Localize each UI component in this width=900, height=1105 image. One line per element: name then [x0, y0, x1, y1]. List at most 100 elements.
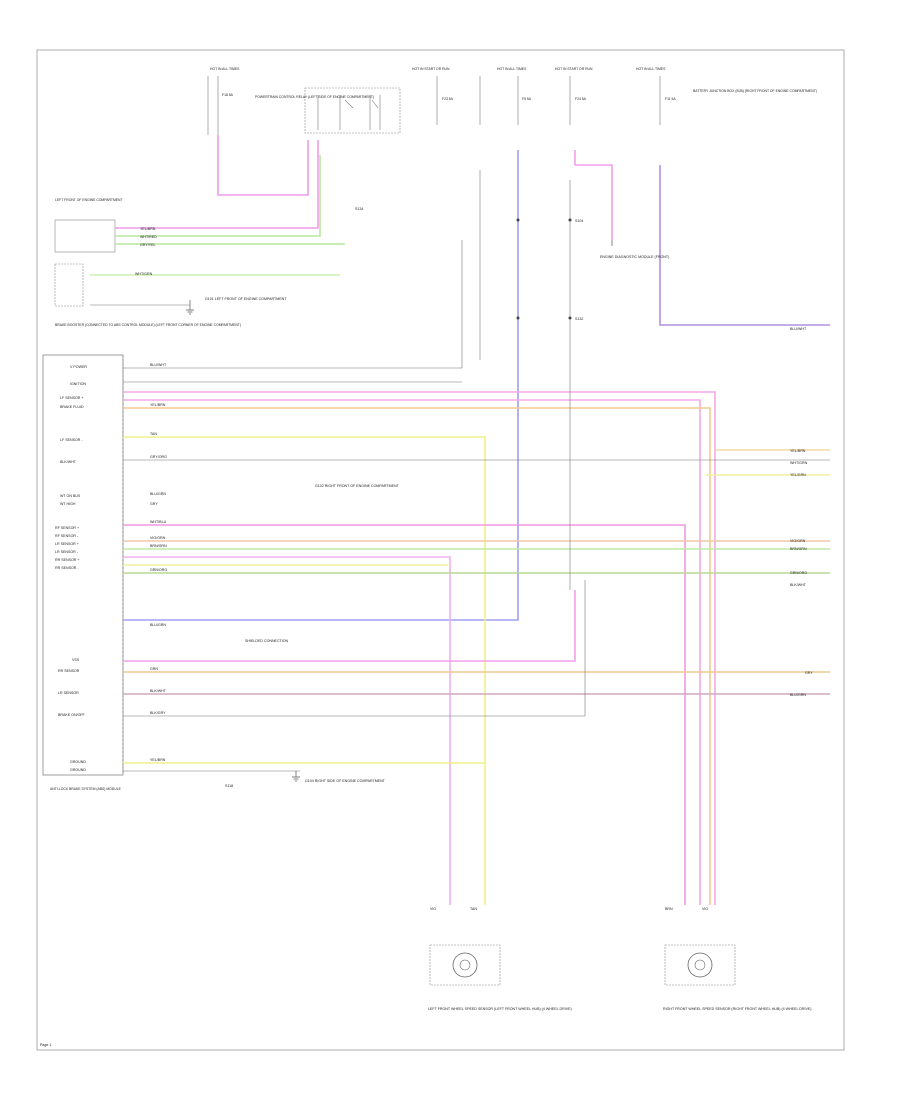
fuse-block-5: HOT IN ALL TIMES F11 5A BATTERY JUNCTION… [636, 67, 817, 125]
wire-label: GRN [150, 667, 158, 671]
wire-label: BLU/GRN [150, 623, 166, 627]
wire-label: VIO/GRN [150, 536, 166, 540]
wire-label: YEL/BRN [150, 403, 166, 407]
wire-pink-vss [123, 590, 576, 662]
wire-pink-top [217, 135, 309, 196]
splice-label: S104 [575, 219, 583, 223]
sensor-right-label: RIGHT FRONT WHEEL SPEED SENSOR (RIGHT FR… [663, 1007, 812, 1011]
wire-label: GRY/ORG [150, 455, 167, 459]
wire-label: YEL/BRN [140, 227, 156, 231]
wire-pink-left-comp [115, 140, 319, 229]
left-wheel-sensor: VIO TAN LEFT FRONT WHEEL SPEED SENSOR (L… [428, 907, 572, 1011]
sensor-left-label: LEFT FRONT WHEEL SPEED SENSOR (LEFT FRON… [428, 1007, 572, 1011]
splice-label: S132 [575, 317, 583, 321]
wire-gray-vpower [123, 240, 463, 369]
wire-color-labels: YEL/BRN WHT/RED GRY/YEL WHT/GRN BLU/WHT … [135, 227, 167, 762]
fuse-header-3: HOT IN ALL TIMES [497, 67, 527, 71]
pin-label: LR SENSOR - [55, 550, 79, 554]
splice-label: S118 [225, 784, 233, 788]
pin-label: LF SENSOR - [60, 438, 83, 442]
pin-label: WT HIGH [60, 502, 76, 506]
wire-violet-rf [123, 524, 686, 905]
edge-label: BLU/WHT [790, 327, 807, 331]
fuse-header-1: HOT IN ALL TIMES [210, 67, 240, 71]
wire-pink-brake [123, 399, 701, 905]
pin-label: BRAKE ON/OFF [58, 713, 86, 717]
wire-blue-long [123, 150, 519, 621]
pin-label: WT ON BUS [60, 494, 81, 498]
page-number: Page 1 [40, 1043, 51, 1047]
wire-pink-f24 [574, 150, 613, 240]
fuse-header-5: HOT IN ALL TIMES [636, 67, 666, 71]
wire-label: YEL/BRN [150, 758, 166, 762]
pin-label: IGNITION [70, 382, 86, 386]
ground-label: G101 LEFT FRONT OF ENGINE COMPARTMENT [205, 297, 287, 301]
wire-label: WHT/BLU [150, 520, 167, 524]
pin-label: LR SENSOR + [55, 542, 79, 546]
pin-label: RR SENSOR [58, 669, 80, 673]
edge-label: VIO/GRN [790, 539, 806, 543]
pin-label: LR SENSOR [58, 691, 79, 695]
module-footer: ANTI-LOCK BRAKE SYSTEM (ABS) MODULE [50, 787, 122, 791]
ground-label: SHIELDED CONNECTION [245, 639, 289, 643]
fuse-block-3: HOT IN ALL TIMES F5 5A [479, 67, 532, 125]
fuse-header-4: HOT IN START OR RUN [555, 67, 593, 71]
ground-label: G102 RIGHT FRONT OF ENGINE COMPARTMENT [315, 484, 400, 488]
wire-orange [123, 407, 711, 905]
wire-label: BRN/GRN [150, 544, 167, 548]
wire-label: WHT/GRN [135, 272, 153, 276]
splice-label: S134 [355, 207, 363, 211]
sensor-right-wire: VIO [702, 907, 708, 911]
wire-yellow-lf [123, 436, 486, 905]
fuse-name-3: F5 5A [522, 97, 532, 101]
wire-label: GRN/ORG [150, 568, 167, 572]
relay-label: POWERTRAIN CONTROL RELAY (LEFT SIDE OF E… [255, 95, 374, 99]
pin-label: BRAKE FLUID [60, 405, 84, 409]
fuse-name-2: F23 5A [442, 97, 454, 101]
fuse-name-1: F18 5A [222, 93, 234, 97]
fuse-name-5: F11 5A [665, 97, 676, 101]
right-wheel-sensor: BRN VIO RIGHT FRONT WHEEL SPEED SENSOR (… [663, 907, 812, 1011]
edge-label: WHT/GRN [790, 461, 808, 465]
fuse-name-4: F24 5A [575, 97, 587, 101]
wire-label: BLU/WHT [150, 363, 167, 367]
pin-label: RR SENSOR + [55, 558, 79, 562]
wire-green-left-comp [115, 155, 321, 237]
mid-connector-label: ENGINE DIAGNOSTIC MODULE (FRONT) [600, 255, 669, 259]
sensor-left-wire: VIO [430, 907, 436, 911]
wire-pink-lf-sensor [123, 556, 451, 905]
edge-label: YEL/GRN [790, 473, 806, 477]
top-left-component-label: LEFT FRONT OF ENGINE COMPARTMENT [55, 198, 123, 202]
pin-label: RF SENSOR + [55, 526, 79, 530]
fuse-block-2: HOT IN START OR RUN F23 5A [412, 67, 454, 125]
pin-label: V POWER [70, 365, 87, 369]
pin-label: VSS [72, 658, 80, 662]
fuse-block-1: HOT IN ALL TIMES F18 5A [207, 67, 240, 135]
wire-label: GRY [150, 502, 158, 506]
ground-label: G104 RIGHT SIDE OF ENGINE COMPARTMENT [305, 779, 386, 783]
wire-label: BLK/GRY [150, 711, 166, 715]
wire-pink-lf-plus [123, 391, 716, 905]
module-pin-labels: V POWER IGNITION LF SENSOR + BRAKE FLUID… [55, 365, 87, 772]
pin-label: GROUND [70, 768, 86, 772]
powertrain-relay: POWERTRAIN CONTROL RELAY (LEFT SIDE OF E… [255, 87, 401, 134]
top-left-component: LEFT FRONT OF ENGINE COMPARTMENT [54, 198, 123, 307]
wire-gray-brake [123, 580, 586, 717]
right-edge-labels: BLU/WHT YEL/BRN WHT/GRN YEL/GRN VIO/GRN … [790, 327, 813, 697]
wire-label: WHT/RED [140, 235, 157, 239]
module-title: BRAKE BOOSTER (CONNECTED TO ABS CONTROL … [55, 323, 241, 327]
pin-label: GROUND [70, 760, 86, 764]
edge-label: GRY [805, 671, 813, 675]
fuse-block-4: HOT IN START OR RUN F24 5A [555, 67, 593, 125]
wire-label: TAN [150, 432, 157, 436]
splices: S104 S132 S134 S118 [225, 207, 583, 788]
edge-label: BLK/WHT [790, 583, 807, 587]
wire-label: BLU/GRN [150, 492, 166, 496]
fuse-header-2: HOT IN START OR RUN [412, 67, 450, 71]
pin-label: RR SENSOR - [55, 566, 79, 570]
edge-label: BLU/GRN [790, 693, 806, 697]
edge-label: GRN/ORG [790, 571, 807, 575]
wire-label: GRY/YEL [140, 243, 156, 247]
